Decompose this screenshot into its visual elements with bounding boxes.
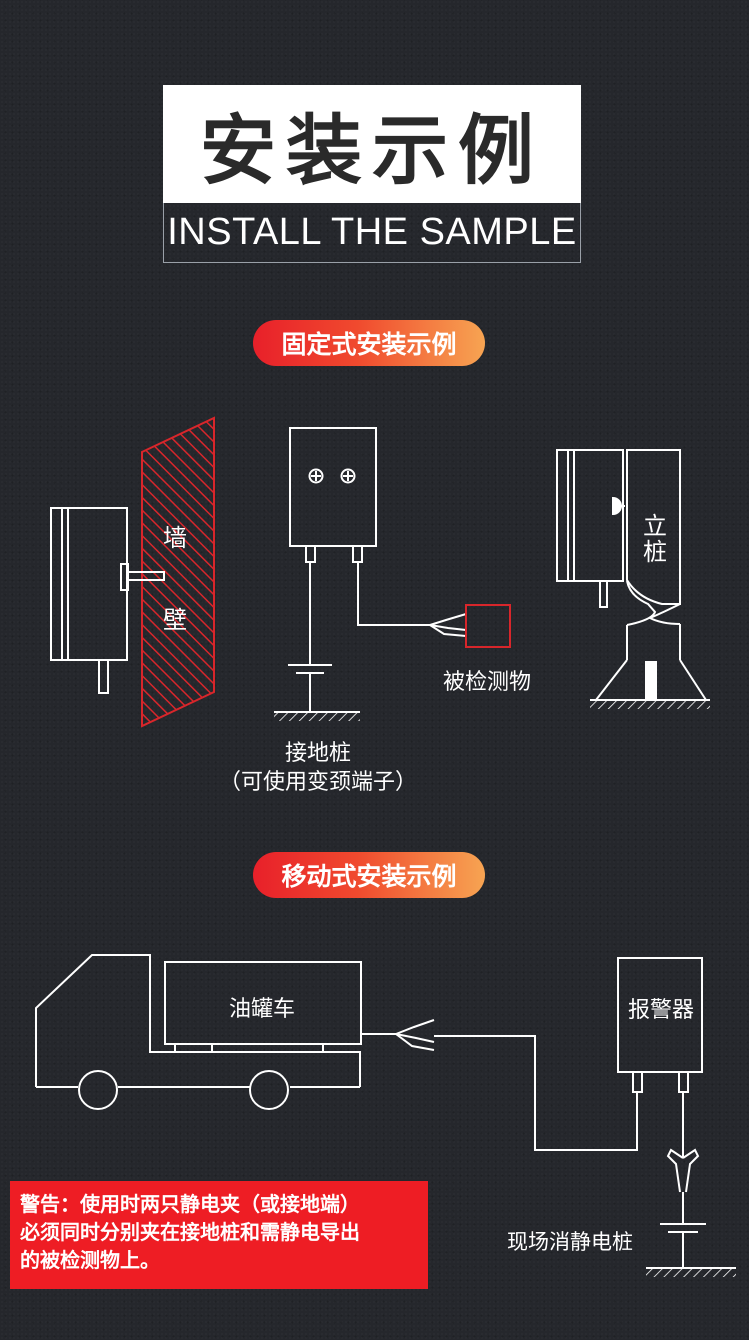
page-title: 安装示例 xyxy=(200,106,544,195)
wall-label-1: 墙 xyxy=(163,524,187,552)
test-object-label: 被检测物 xyxy=(443,670,531,695)
fixed-device xyxy=(274,427,511,721)
warning-line-1: 警告：使用时两只静电夹（或接地端） xyxy=(20,1192,360,1216)
ground-pile-note: （可使用变颈端子） xyxy=(219,770,417,795)
static-pile-label: 现场消静电桩 xyxy=(507,1230,633,1254)
wall-label-2: 壁 xyxy=(163,606,187,634)
title-box: 安装示例 xyxy=(163,85,581,203)
mobile-install-heading: 移动式安装示例 xyxy=(253,852,485,898)
alarm-label: 报警器 xyxy=(628,998,694,1023)
alarm-device xyxy=(617,957,736,1277)
subtitle-box: INSTALL THE SAMPLE xyxy=(163,203,581,263)
red-wall xyxy=(141,416,215,728)
warning-line-3: 的被检测物上。 xyxy=(20,1248,160,1272)
warning-line-2: 必须同时分别夹在接地桩和需静电导出 xyxy=(20,1220,360,1244)
pile-label-1: 立 xyxy=(643,512,667,540)
ground-pile-label: 接地桩 xyxy=(285,741,351,766)
tanker-label: 油罐车 xyxy=(229,997,295,1022)
warning-box: 警告：使用时两只静电夹（或接地端） 必须同时分别夹在接地桩和需静电导出 的被检测… xyxy=(10,1181,428,1289)
tanker-truck xyxy=(35,954,638,1151)
fixed-install-heading: 固定式安装示例 xyxy=(253,320,485,366)
tank xyxy=(164,961,362,1045)
page-subtitle: INSTALL THE SAMPLE xyxy=(167,211,577,253)
pile-label-2: 桩 xyxy=(643,538,667,566)
wall-mounted-device xyxy=(50,416,215,728)
pile-mounted-device xyxy=(556,449,710,709)
